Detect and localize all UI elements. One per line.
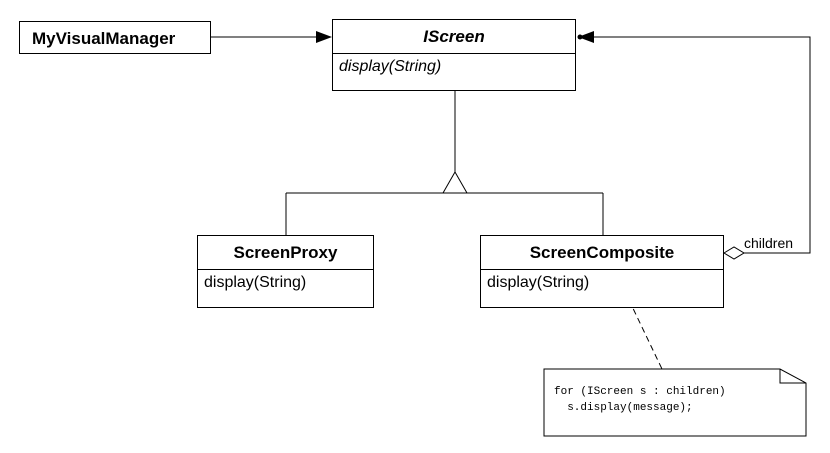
note-dashed-line <box>628 299 663 370</box>
manager-to-iscreen-arrowhead <box>316 31 332 43</box>
note-line-2: s.display(message); <box>554 402 693 414</box>
class-iscreen: IScreen display(String) <box>332 19 576 91</box>
generalization-triangle <box>442 170 468 194</box>
note-shape <box>543 368 807 437</box>
children-association-line <box>592 36 811 254</box>
children-role-label: children <box>744 235 794 251</box>
note-text: for (IScreen s : children) s.display(mes… <box>554 384 726 416</box>
class-my-visual-manager: MyVisualManager <box>19 21 211 54</box>
class-screen-composite: ScreenComposite display(String) <box>480 235 724 308</box>
class-name: MyVisualManager <box>32 29 176 48</box>
class-name: ScreenComposite <box>529 243 675 262</box>
children-arrowhead <box>578 31 594 43</box>
class-name: IScreen <box>423 27 485 46</box>
class-operation: display(String) <box>333 53 575 123</box>
class-operation: display(String) <box>198 269 373 340</box>
note-line-1: for (IScreen s : children) <box>554 386 726 398</box>
class-screen-proxy: ScreenProxy display(String) <box>197 235 374 308</box>
children-arrow-dot <box>577 34 583 40</box>
class-operation: display(String) <box>481 269 723 340</box>
class-name: ScreenProxy <box>233 243 338 262</box>
aggregation-diamond <box>723 246 745 260</box>
